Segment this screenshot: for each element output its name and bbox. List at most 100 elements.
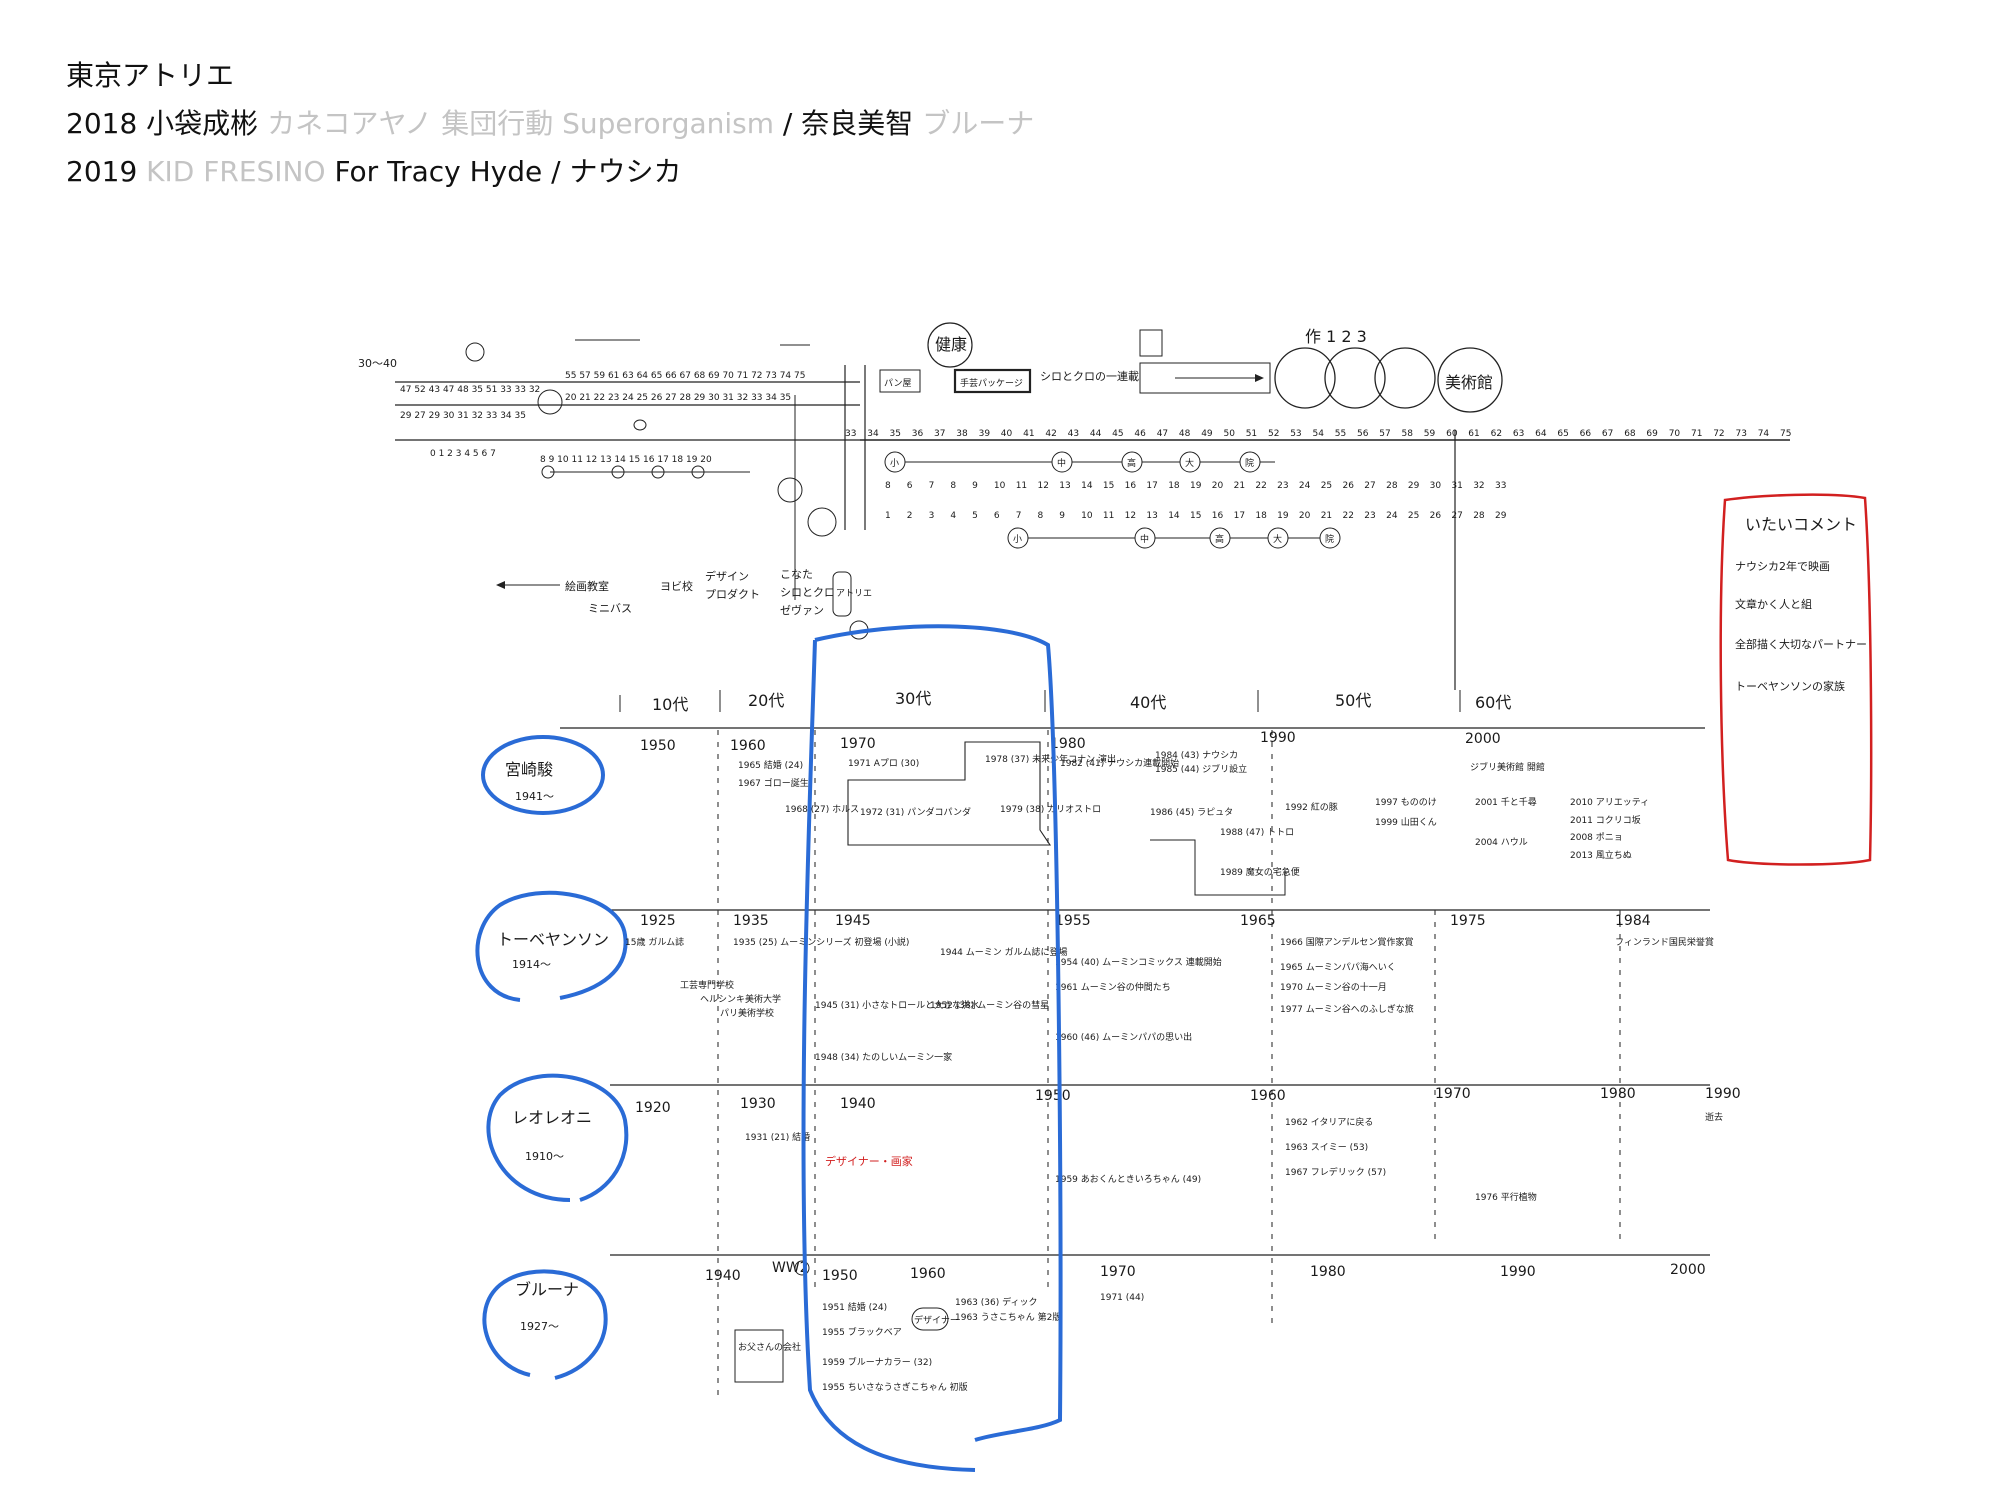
svg-text:1945: 1945 — [835, 913, 871, 929]
row-years: 1920 1930 1940 1950 1960 1970 1980 1990 — [635, 1086, 1741, 1116]
age-number: 9 — [1059, 511, 1065, 521]
age-number: 49 — [1201, 429, 1213, 439]
svg-text:2010 アリエッティ: 2010 アリエッティ — [1570, 797, 1649, 808]
svg-text:1970: 1970 — [1435, 1086, 1471, 1102]
age-number: 9 — [972, 481, 978, 491]
age-number: 63 — [1513, 429, 1524, 439]
age-number: 19 — [1190, 481, 1202, 491]
age-number: 17 — [1146, 481, 1157, 491]
age-number: 27 — [1364, 481, 1375, 491]
year-2018: 2018 — [66, 107, 138, 140]
comment-item: 文章かく人と組 — [1735, 597, 1812, 611]
person-name: ブルーナ — [515, 1280, 579, 1299]
age-number: 11 — [1103, 511, 1114, 521]
age-number: 25 — [1408, 511, 1419, 521]
age-number: 70 — [1669, 429, 1681, 439]
svg-text:1980: 1980 — [1310, 1264, 1346, 1280]
svg-text:1950: 1950 — [1035, 1088, 1071, 1104]
svg-text:プロダクト: プロダクト — [705, 587, 760, 601]
school-mark — [1007, 527, 1029, 549]
svg-text:WW2: WW2 — [772, 1260, 809, 1276]
school-mark — [1134, 527, 1156, 549]
svg-text:1960: 1960 — [1250, 1088, 1286, 1104]
age-number: 23 — [1364, 511, 1375, 521]
school-mark-label: 中 — [1057, 457, 1066, 469]
person-since: 1910〜 — [525, 1150, 564, 1163]
age-number: 74 — [1758, 429, 1770, 439]
row-notes: 1951 結婚 (24) 1955 ブラックベア 1959 ブルーナカラー (3… — [738, 1293, 1144, 1393]
age-number: 28 — [1386, 481, 1398, 491]
scribble-rows: 47 52 43 47 48 35 51 33 33 32 29 27 29 3… — [400, 371, 805, 465]
age-number: 69 — [1646, 429, 1658, 439]
svg-text:1970: 1970 — [1100, 1264, 1136, 1280]
svg-text:1952 (38) ムーミン谷の彗星: 1952 (38) ムーミン谷の彗星 — [930, 999, 1049, 1011]
svg-text:ゼヴァン: ゼヴァン — [780, 603, 824, 617]
svg-text:1963 (36) ディック: 1963 (36) ディック — [955, 1296, 1037, 1308]
svg-text:ヨビ校: ヨビ校 — [660, 579, 693, 593]
age-number: 42 — [1045, 429, 1056, 439]
age-number: 15 — [1190, 511, 1201, 521]
svg-text:1959 ブルーナカラー (32): 1959 ブルーナカラー (32) — [822, 1356, 932, 1368]
age-number: 29 — [1408, 481, 1420, 491]
header-line-2019: 2019 KID FRESINO For Tracy Hyde / ナウシカ — [66, 148, 1034, 196]
svg-text:ミニバス: ミニバス — [588, 602, 632, 615]
label-health: 健康 — [935, 335, 967, 354]
svg-text:1967 ゴロー誕生: 1967 ゴロー誕生 — [738, 777, 809, 789]
age-number: 7 — [929, 481, 935, 491]
age-number: 14 — [1081, 481, 1093, 491]
svg-text:1960: 1960 — [910, 1266, 946, 1282]
svg-text:55 57 59 61 63 64 65 66 67 68: 55 57 59 61 63 64 65 66 67 68 69 70 71 7… — [565, 371, 805, 381]
svg-text:2000: 2000 — [1670, 1262, 1706, 1278]
row-notes: 1965 結婚 (24) 1967 ゴロー誕生 1968 (27) ホルス 19… — [738, 750, 1649, 878]
school-mark-label: 小 — [890, 458, 899, 469]
svg-text:47 52 43 47 48 35 51 33 33 32: 47 52 43 47 48 35 51 33 33 32 — [400, 385, 540, 395]
artist-bruna: ブルーナ — [922, 107, 1035, 140]
svg-text:2008 ポニョ: 2008 ポニョ — [1570, 832, 1623, 843]
svg-text:デザイン: デザイン — [705, 569, 749, 583]
age-number: 1 — [885, 511, 891, 521]
age-number: 52 — [1268, 429, 1279, 439]
svg-text:シロとクロ: シロとクロ — [780, 586, 835, 599]
age-50s: 50代 — [1335, 691, 1371, 710]
svg-text:1930: 1930 — [740, 1096, 776, 1112]
svg-text:1966 国際アンデルセン賞作家賞: 1966 国際アンデルセン賞作家賞 — [1280, 936, 1413, 948]
svg-text:1985 (44) ジブリ設立: 1985 (44) ジブリ設立 — [1155, 763, 1247, 775]
age-number: 10 — [1081, 511, 1093, 521]
age-number: 6 — [994, 511, 1000, 521]
age-number: 43 — [1068, 429, 1079, 439]
svg-text:1979 (38) カリオストロ: 1979 (38) カリオストロ — [1000, 804, 1101, 815]
svg-text:8 9 10 11 12 13 14 15 16 17 18: 8 9 10 11 12 13 14 15 16 17 18 19 20 — [540, 455, 712, 465]
svg-text:1944 ムーミン ガルム誌に登場: 1944 ムーミン ガルム誌に登場 — [940, 946, 1067, 958]
school-mark-label: 院 — [1325, 533, 1334, 545]
age-number: 16 — [1212, 511, 1224, 521]
svg-text:1984 (43) ナウシカ: 1984 (43) ナウシカ — [1155, 750, 1238, 761]
comments-title: いたいコメント — [1745, 515, 1857, 534]
svg-text:1971 Aプロ (30): 1971 Aプロ (30) — [848, 758, 919, 769]
age-number: 11 — [1016, 481, 1027, 491]
svg-text:1965 結婚 (24): 1965 結婚 (24) — [738, 759, 803, 771]
svg-text:1980: 1980 — [1050, 736, 1086, 752]
svg-text:1999 山田くん: 1999 山田くん — [1375, 817, 1437, 828]
age-number: 54 — [1313, 429, 1325, 439]
svg-text:1992 紅の豚: 1992 紅の豚 — [1285, 802, 1338, 813]
svg-text:1968 (27) ホルス: 1968 (27) ホルス — [785, 804, 859, 815]
svg-text:1948 (34) たのしいムーミン一家: 1948 (34) たのしいムーミン一家 — [815, 1051, 952, 1063]
svg-text:デザイナー・画家: デザイナー・画家 — [825, 1154, 913, 1168]
age-number: 26 — [1343, 481, 1355, 491]
age-number: 22 — [1255, 481, 1266, 491]
school-mark — [1319, 527, 1341, 549]
age-number: 21 — [1234, 481, 1245, 491]
svg-text:2000: 2000 — [1465, 731, 1501, 747]
svg-text:1965 ムーミンパパ海へいく: 1965 ムーミンパパ海へいく — [1280, 961, 1396, 973]
age-number: 73 — [1736, 429, 1747, 439]
svg-text:1997 もののけ: 1997 もののけ — [1375, 797, 1437, 808]
age-20s: 20代 — [748, 691, 784, 710]
person-since: 1941〜 — [515, 790, 554, 803]
person-since: 1927〜 — [520, 1320, 559, 1333]
school-marks-row-1: 小中高大院 — [884, 451, 1261, 473]
svg-text:1950: 1950 — [640, 738, 676, 754]
separator: / — [551, 155, 561, 188]
svg-text:29 27 29 30 31 32 33 34 35: 29 27 29 30 31 32 33 34 35 — [400, 411, 526, 421]
age-number: 36 — [912, 429, 924, 439]
svg-text:20 21 22 23 24 25 26 27 28 29: 20 21 22 23 24 25 26 27 28 29 30 31 32 3… — [565, 393, 791, 403]
